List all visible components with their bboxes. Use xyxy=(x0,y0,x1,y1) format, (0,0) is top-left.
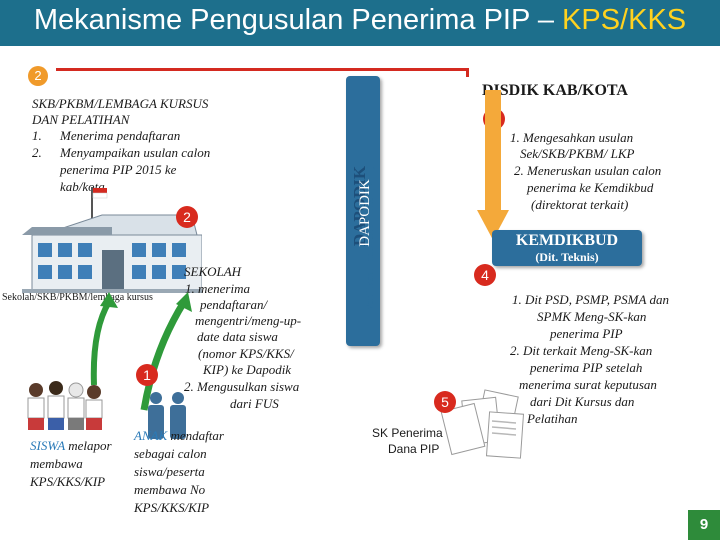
page-number: 9 xyxy=(688,510,720,540)
skb-item2-num: 2. xyxy=(32,145,42,160)
orange-down-arrow-icon xyxy=(477,90,509,240)
anak-line-5: KPS/KKS/KIP xyxy=(134,500,210,515)
disdik-title: DISDIK KAB/KOTA xyxy=(482,82,628,99)
anak-rest: mendaftar xyxy=(167,428,224,443)
step-badge-4: 4 xyxy=(474,264,496,286)
anak-line-2: sebagai calon xyxy=(134,446,207,461)
step-badge-2-school: 2 xyxy=(176,206,198,228)
skb-item1: Menerima pendaftaran xyxy=(60,128,181,143)
kemdikbud-title: KEMDIKBUD xyxy=(515,232,619,249)
title-banner xyxy=(0,0,720,46)
skb-title-line1: SKB/PKBM/LEMBAGA KURSUS xyxy=(32,96,209,111)
dapodik-bar xyxy=(346,76,380,346)
skb-item2-line2: penerima PIP 2015 ke xyxy=(60,162,177,177)
green-up-arrows-icon xyxy=(90,292,192,411)
siswa-label: SISWA xyxy=(30,438,65,453)
kemdikbud-line-6: menerima surat keputusan xyxy=(519,377,657,392)
sk-line-2: Dana PIP xyxy=(388,442,440,456)
sekolah-line-5: (nomor KPS/KKS/ xyxy=(198,346,294,361)
anak-label: ANAK xyxy=(134,428,168,443)
disdik-line-2: Sek/SKB/PKBM/ LKP xyxy=(520,146,635,161)
kemdikbud-line-5: penerima PIP setelah xyxy=(530,360,643,375)
skb-item1-num: 1. xyxy=(32,128,42,143)
step-badge-1: 1 xyxy=(136,364,158,386)
skb-item2-line1: Menyampaikan usulan calon xyxy=(60,145,211,160)
disdik-line-5: (direktorat terkait) xyxy=(531,197,629,212)
sekolah-line-3: mengentri/meng-up- xyxy=(195,313,302,328)
kemdikbud-box xyxy=(492,230,642,266)
kemdikbud-subtitle: (Dit. Teknis) xyxy=(535,250,599,264)
siswa-rest: melapor xyxy=(64,438,112,453)
sekolah-line-8: dari FUS xyxy=(230,396,279,411)
kemdikbud-line-2: SPMK Meng-SK-kan xyxy=(537,309,647,324)
siswa-line-3: KPS/KKS/KIP xyxy=(30,474,106,489)
sekolah-line-1: 1. menerima xyxy=(185,281,250,296)
anak-line-4: membawa No xyxy=(134,482,206,497)
kemdikbud-line-7: dari Dit Kursus dan xyxy=(530,394,635,409)
disdik-line-3: 2. Meneruskan usulan calon xyxy=(514,163,662,178)
sekolah-line-2: pendaftaran/ xyxy=(200,297,268,312)
sekolah-line-6: KIP) ke Dapodik xyxy=(203,362,292,377)
kemdikbud-line-3: penerima PIP xyxy=(550,326,623,341)
title-main: Mekanisme Pengusulan Penerima PIP – xyxy=(33,4,563,36)
title-highlight: KPS/KKS xyxy=(562,4,687,36)
page-title: Mekanisme Pengusulan Penerima PIP – KPS/… xyxy=(0,4,720,37)
students-icon xyxy=(27,381,103,430)
sk-line-1: SK Penerima xyxy=(372,426,443,440)
kemdikbud-line-1: 1. Dit PSD, PSMP, PSMA dan xyxy=(512,292,669,307)
step-badge-2-top: 2 xyxy=(28,66,48,86)
sekolah-line-4: date data siswa xyxy=(197,329,278,344)
kemdikbud-line-4: 2. Dit terkait Meng-SK-kan xyxy=(510,343,653,358)
top-connector-line xyxy=(56,68,469,77)
anak-line-1: ANAK mendaftar xyxy=(134,428,224,444)
disdik-line-1: 1. Mengesahkan usulan xyxy=(510,130,634,145)
skb-title-line2: DAN PELATIHAN xyxy=(32,112,130,127)
school-building-icon xyxy=(22,187,202,293)
sekolah-title: SEKOLAH xyxy=(184,264,242,279)
school-caption: Sekolah/SKB/PKBM/lembaga kursus xyxy=(2,292,153,303)
applicants-icon xyxy=(148,392,186,439)
disdik-line-4: penerima ke Kemdikbud xyxy=(527,180,654,195)
siswa-line-1: SISWA melapor xyxy=(30,438,112,454)
step-badge-5: 5 xyxy=(434,391,456,413)
siswa-line-2: membawa xyxy=(30,456,83,471)
anak-line-3: siswa/peserta xyxy=(134,464,205,479)
sk-documents-icon xyxy=(440,389,525,459)
kemdikbud-line-8: Pelatihan xyxy=(527,411,578,426)
dapodik-bar-text: DAPODIK xyxy=(357,179,373,247)
sekolah-line-7: 2. Mengusulkan siswa xyxy=(184,379,300,394)
